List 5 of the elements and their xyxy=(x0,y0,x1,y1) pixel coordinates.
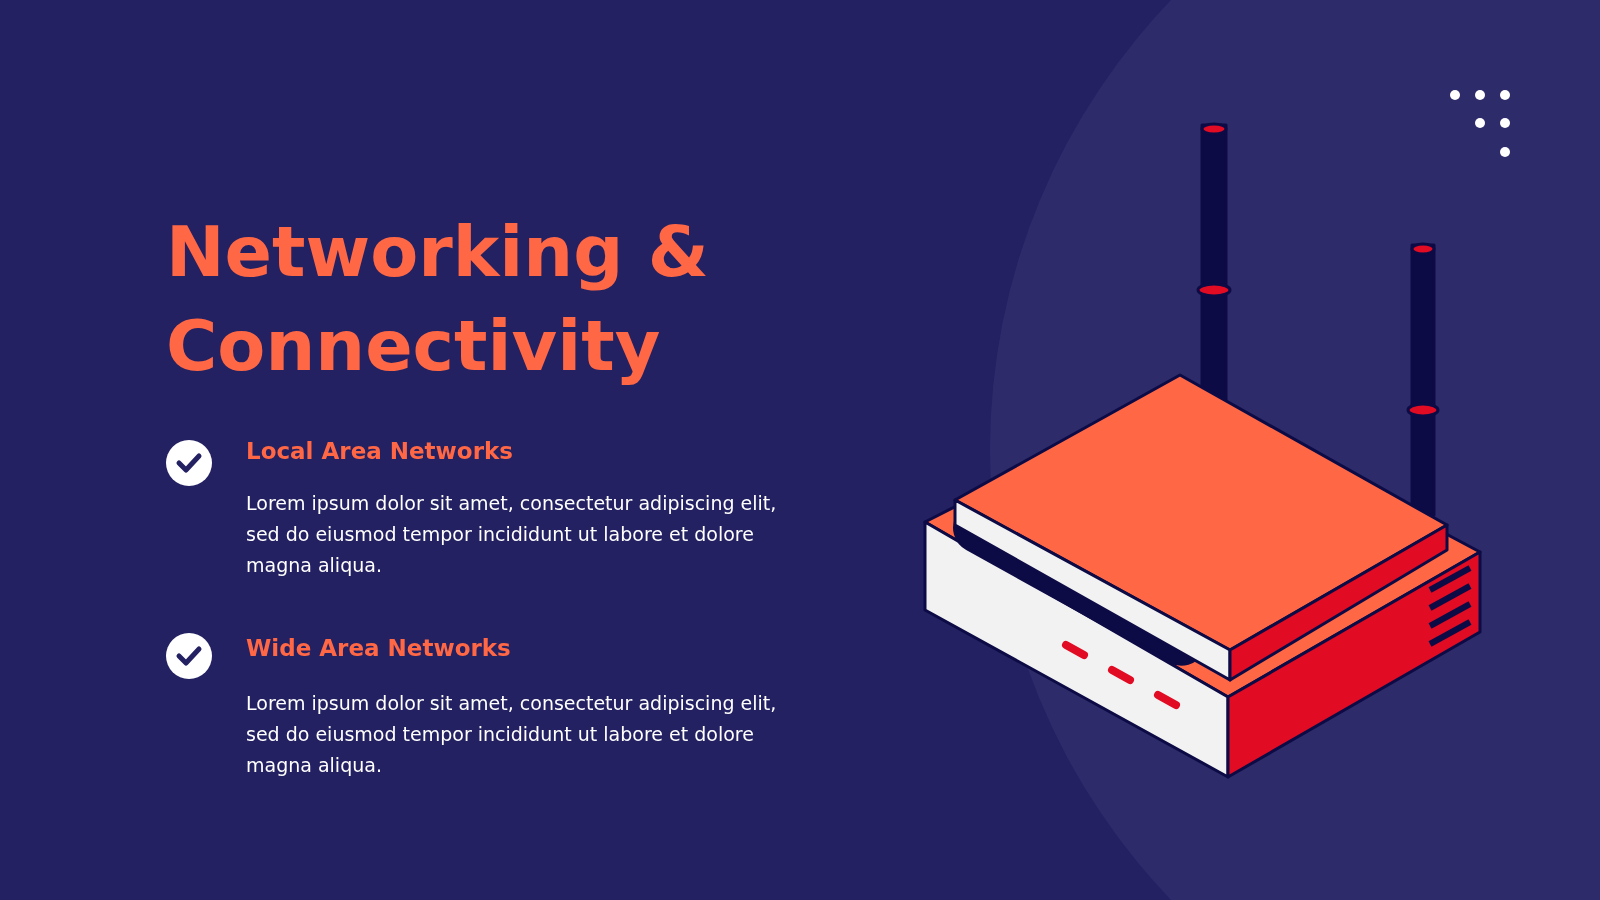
body-text: Lorem ipsum dolor sit amet, consectetur adipiscing elit, sed do eiusmod tempor incididunt ut labore et dolore magna aliqua. xyxy=(246,691,778,778)
section-heading: Local Area Networks xyxy=(246,438,513,464)
section-heading: Wide Area Networks xyxy=(246,635,511,661)
body-text: Lorem ipsum dolor sit amet, consectetur adipiscing elit, sed do eiusmod tempor incididunt ut labore et dolore magna aliqua. xyxy=(246,491,778,578)
slide-title: Networking & Connectivity xyxy=(166,210,710,389)
